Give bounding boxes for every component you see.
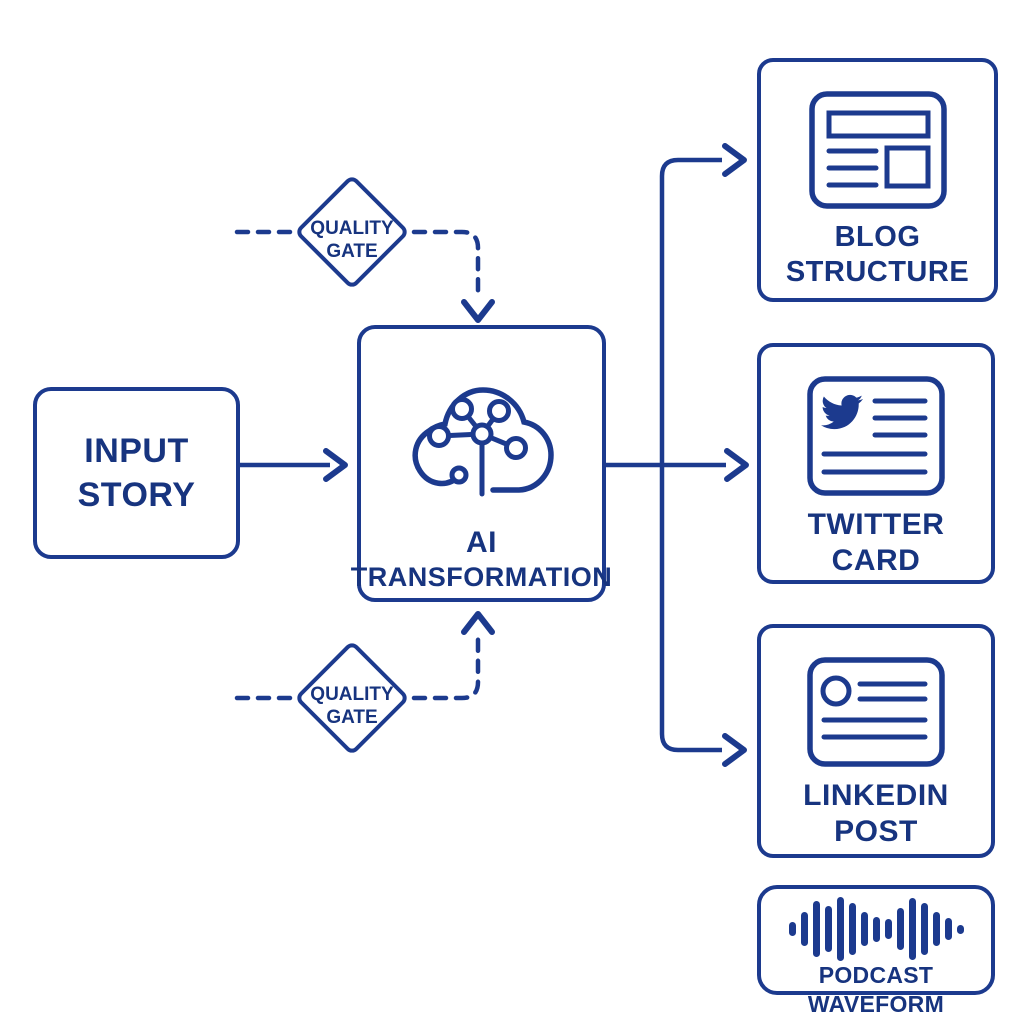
node-podcast-waveform: PODCAST WAVEFORM xyxy=(757,885,995,1017)
waveform-bar xyxy=(920,903,928,955)
twitter-bird-icon xyxy=(821,394,863,430)
input-story-label-line1: INPUT xyxy=(84,432,189,470)
waveform-bar xyxy=(800,912,808,946)
linkedin-post-icon xyxy=(806,656,946,768)
arrowhead-right-icon xyxy=(724,448,749,482)
linkedin-label-line2: POST xyxy=(834,815,918,848)
arrowhead-right-icon xyxy=(323,448,348,482)
podcast-label: PODCAST WAVEFORM xyxy=(807,962,945,1017)
waveform-bar xyxy=(884,919,892,939)
blog-label-line1: BLOG xyxy=(834,221,921,253)
twitter-label-line1: TWITTER xyxy=(807,508,945,541)
audio-waveform-icon xyxy=(788,897,964,961)
quality-gate-bottom-line2: GATE xyxy=(326,707,378,728)
ai-label-line2: TRANSFORMATION xyxy=(350,562,613,592)
twitter-card-icon xyxy=(806,375,946,497)
waveform-bar xyxy=(932,912,940,946)
linkedin-label-line1: LINKEDIN xyxy=(803,779,949,812)
arrowhead-right-icon xyxy=(722,143,747,177)
node-linkedin-post: LINKEDIN POST xyxy=(757,624,995,858)
quality-gate-bottom-line1: QUALITY xyxy=(310,684,394,705)
waveform-bar xyxy=(908,898,916,960)
waveform-bar xyxy=(944,918,952,940)
waveform-bar xyxy=(956,924,964,934)
arrowhead-up-icon xyxy=(461,611,495,635)
edge-ai-to-blog xyxy=(659,157,722,465)
waveform-bar xyxy=(848,903,856,955)
arrowhead-down-icon xyxy=(461,299,495,323)
twitter-label-line2: CARD xyxy=(831,544,921,577)
ai-cloud-network-icon xyxy=(389,363,575,519)
input-story-label-line2: STORY xyxy=(77,476,196,514)
waveform-bar xyxy=(824,906,832,952)
blog-label-line2: STRUCTURE xyxy=(785,256,970,288)
waveform-bar xyxy=(860,912,868,946)
ai-label-line1: AI xyxy=(466,526,497,559)
blog-layout-icon xyxy=(808,90,948,210)
quality-gate-top-line2: GATE xyxy=(326,241,378,262)
arrowhead-right-icon xyxy=(722,733,747,767)
edge-gate-top-to-ai xyxy=(411,229,481,303)
node-blog-structure: BLOG STRUCTURE xyxy=(757,58,998,302)
edge-gate-bottom-to-ai xyxy=(411,631,481,701)
waveform-bar xyxy=(872,916,880,942)
waveform-bar xyxy=(788,922,796,936)
waveform-bar xyxy=(896,908,904,950)
edge-ai-to-linkedin xyxy=(659,465,722,753)
waveform-bar xyxy=(812,901,820,957)
quality-gate-top-line1: QUALITY xyxy=(310,218,394,239)
node-ai-transformation: AI TRANSFORMATION xyxy=(351,325,612,602)
waveform-bar xyxy=(836,897,844,961)
quality-gate-top-label: QUALITY GATE xyxy=(287,217,417,263)
node-input-story: INPUT STORY xyxy=(33,387,240,559)
quality-gate-bottom-label: QUALITY GATE xyxy=(287,683,417,729)
node-twitter-card: TWITTER CARD xyxy=(757,343,995,584)
